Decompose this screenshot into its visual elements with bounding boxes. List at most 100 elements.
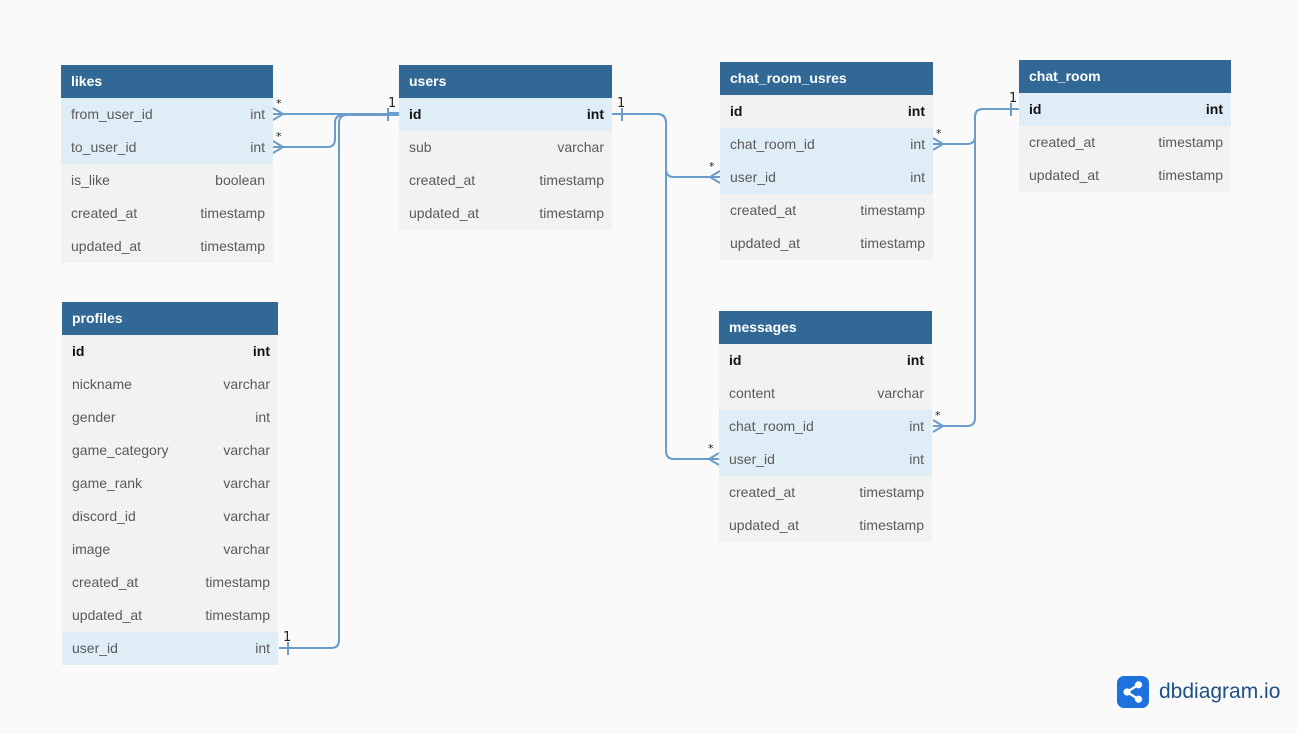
dbdiagram-brand[interactable]: dbdiagram.io [1117,675,1280,708]
field-row-content[interactable]: content varchar [719,377,932,410]
table-header[interactable]: messages [719,311,932,344]
field-row-from-user-id[interactable]: from_user_id int [61,98,273,131]
field-row-created-at[interactable]: created_at timestamp [720,194,933,227]
field-row-nickname[interactable]: nickname varchar [62,368,278,401]
field-row-id[interactable]: id int [1019,93,1231,126]
field-row-game-category[interactable]: game_category varchar [62,434,278,467]
field-type: timestamp [859,517,924,533]
cardinality-one: 1 [283,630,292,645]
field-row-updated-at[interactable]: updated_at timestamp [1019,159,1231,192]
cardinality-many: * [276,97,282,110]
field-row-discord-id[interactable]: discord_id varchar [62,500,278,533]
field-row-updated-at[interactable]: updated_at timestamp [720,227,933,260]
field-row-created-at[interactable]: created_at timestamp [719,476,932,509]
cardinality-many: * [709,160,715,173]
field-row-user-id[interactable]: user_id int [62,632,278,665]
field-type: varchar [223,376,270,392]
connector-messages-user-id [612,113,719,460]
field-name: created_at [72,574,139,590]
field-type: timestamp [539,172,604,188]
field-row-updated-at[interactable]: updated_at timestamp [719,509,932,542]
field-type: int [255,409,270,425]
cardinality-many: * [276,130,282,143]
table-header[interactable]: profiles [62,302,278,335]
field-name: chat_room_id [729,418,814,434]
field-name: id [1029,101,1042,117]
field-name: user_id [72,640,118,656]
field-type: int [252,343,270,359]
table-messages[interactable]: messages id int content varchar chat_roo… [719,311,932,542]
table-header[interactable]: chat_room_usres [720,62,933,95]
field-type: varchar [223,508,270,524]
table-header[interactable]: chat_room [1019,60,1231,93]
field-row-updated-at[interactable]: updated_at timestamp [61,230,273,263]
field-name: discord_id [72,508,136,524]
field-row-created-at[interactable]: created_at timestamp [62,566,278,599]
table-profiles[interactable]: profiles id int nickname varchar gender … [62,302,278,665]
cardinality-many: * [935,409,941,422]
field-row-updated-at[interactable]: updated_at timestamp [399,197,612,230]
field-name: updated_at [1029,167,1100,183]
field-type: varchar [223,475,270,491]
field-row-sub[interactable]: sub varchar [399,131,612,164]
field-name: game_rank [72,475,143,491]
field-type: timestamp [860,202,925,218]
table-chat-room[interactable]: chat_room id int created_at timestamp up… [1019,60,1231,192]
field-type: varchar [223,442,270,458]
field-row-user-id[interactable]: user_id int [719,443,932,476]
field-row-game-rank[interactable]: game_rank varchar [62,467,278,500]
field-type: timestamp [200,205,265,221]
field-row-created-at[interactable]: created_at timestamp [61,197,273,230]
table-users[interactable]: users id int sub varchar created_at time… [399,65,612,230]
field-row-to-user-id[interactable]: to_user_id int [61,131,273,164]
field-name: sub [409,139,432,155]
field-name: id [730,103,743,119]
field-name: nickname [72,376,132,392]
field-name: created_at [409,172,476,188]
table-header[interactable]: users [399,65,612,98]
field-row-chat-room-id[interactable]: chat_room_id int [719,410,932,443]
field-type: int [906,352,924,368]
field-row-updated-at[interactable]: updated_at timestamp [62,599,278,632]
field-row-chat-room-id[interactable]: chat_room_id int [720,128,933,161]
cardinality-many: * [936,127,942,140]
field-row-created-at[interactable]: created_at timestamp [399,164,612,197]
field-type: boolean [215,172,265,188]
field-type: timestamp [205,574,270,590]
field-type: timestamp [539,205,604,221]
field-name: id [729,352,742,368]
field-row-gender[interactable]: gender int [62,401,278,434]
field-type: int [910,169,925,185]
field-row-created-at[interactable]: created_at timestamp [1019,126,1231,159]
field-row-id[interactable]: id int [720,95,933,128]
connector-chat-room-usres-chat-room-id [933,108,1019,145]
table-likes[interactable]: likes from_user_id int to_user_id int is… [61,65,273,263]
field-type: timestamp [859,484,924,500]
field-row-id[interactable]: id int [62,335,278,368]
field-type: timestamp [200,238,265,254]
field-row-id[interactable]: id int [399,98,612,131]
field-name: id [409,106,422,122]
field-row-image[interactable]: image varchar [62,533,278,566]
field-type: varchar [557,139,604,155]
table-chat-room-usres[interactable]: chat_room_usres id int chat_room_id int … [720,62,933,260]
field-name: image [72,541,111,557]
table-header[interactable]: likes [61,65,273,98]
field-type: timestamp [1158,134,1223,150]
field-name: is_like [71,172,110,188]
field-row-id[interactable]: id int [719,344,932,377]
field-row-user-id[interactable]: user_id int [720,161,933,194]
field-type: int [250,139,265,155]
field-type: int [586,106,604,122]
field-row-is-like[interactable]: is_like boolean [61,164,273,197]
field-name: updated_at [730,235,801,251]
field-name: created_at [1029,134,1096,150]
field-type: timestamp [1158,167,1223,183]
field-name: created_at [730,202,797,218]
field-name: gender [72,409,116,425]
field-type: int [910,136,925,152]
field-type: timestamp [860,235,925,251]
field-name: content [729,385,775,401]
field-name: game_category [72,442,169,458]
share-icon [1117,675,1149,708]
